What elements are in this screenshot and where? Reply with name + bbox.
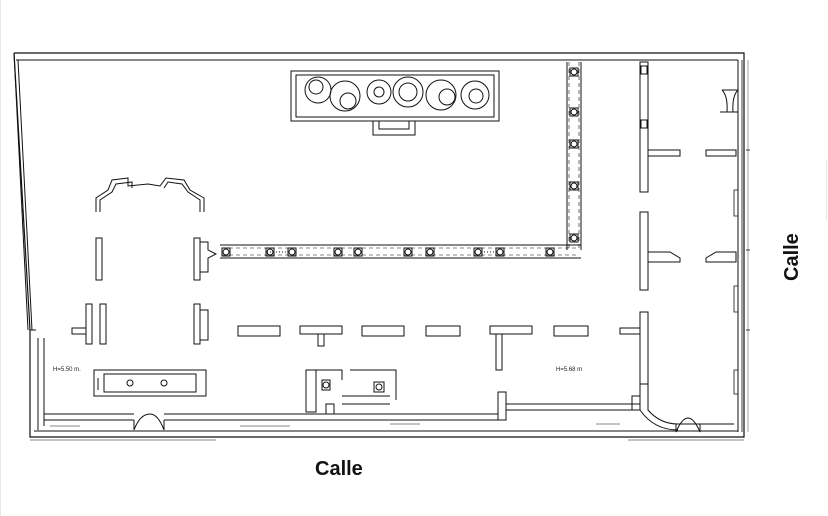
right-frame-edge <box>826 160 827 220</box>
colonnade-horizontal <box>220 245 581 258</box>
left-counter <box>94 370 206 396</box>
lower-entrance-door <box>134 414 700 432</box>
middle-row-piers <box>238 326 588 370</box>
lower-interior-wall <box>38 338 640 430</box>
height-label-left: H=5.50 m. <box>53 367 81 373</box>
street-label-right: Calle <box>781 233 803 281</box>
right-wall-details <box>734 60 750 432</box>
street-label-bottom: Calle <box>315 458 363 480</box>
left-arch-pavilion <box>72 178 216 344</box>
colonnade-vertical <box>567 62 581 250</box>
restroom-block <box>306 370 396 414</box>
height-label-right: H=5.68 m <box>556 367 582 373</box>
right-column-piers <box>620 62 736 430</box>
fountain <box>291 71 499 135</box>
bottom-dimensions <box>30 424 744 440</box>
left-frame-edge <box>0 0 1 516</box>
right-entrance-door <box>720 90 738 112</box>
